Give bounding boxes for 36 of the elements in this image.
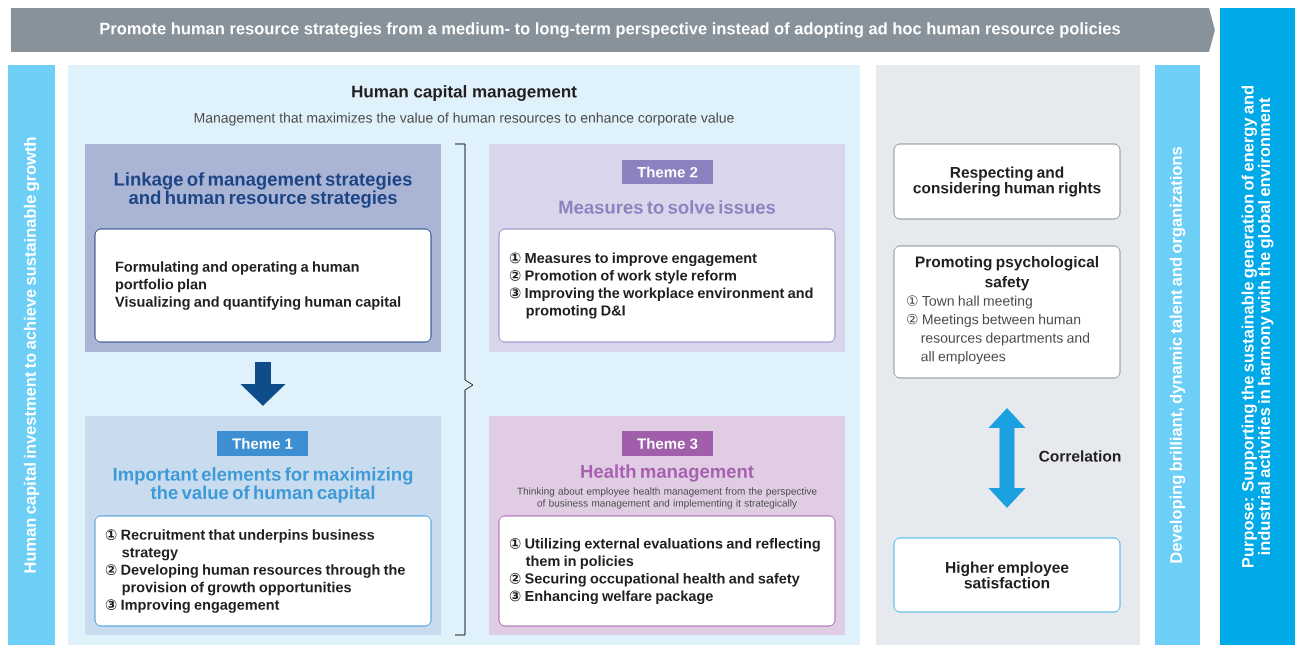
panel-heading: Human capital management [352, 85, 577, 101]
edge-label: Correlation [1039, 450, 1121, 462]
panel-heading: Measures to solve issues [559, 200, 776, 214]
box-heading: Promoting psychological safety [915, 255, 1098, 291]
heading-banner: Promote human resource strategies from a medium- to long-term perspective instead of adopting ad hoc human resource policies [10, 8, 1215, 52]
list-item: ① Measures to improve engagement [509, 252, 757, 267]
text-box: Respecting and considering human rights [893, 143, 1121, 220]
list-item: ② Meetings between human resources departments and all employees [907, 313, 1090, 365]
theme-badge: Theme 1 [217, 431, 308, 456]
theme-badge: Theme 2 [622, 160, 713, 184]
theme-badge: Theme 3 [622, 431, 713, 456]
list-item: ② Developing human resources through the provision of growth opportunities [105, 564, 405, 596]
list-item: ① Utilizing external evaluations and reflecting them in policies [509, 537, 820, 569]
list-item: ① Town hall meeting [907, 295, 1032, 309]
panel-heading: Important elements for maximizing the value of human capital [113, 467, 413, 503]
list-item: ① Recruitment that underpins business strategy [105, 529, 375, 561]
list-box [94, 228, 432, 343]
text-box: Higher employee satisfaction [893, 537, 1121, 613]
panel-subtitle: Management that maximizes the value of human resources to enhance corporate value [194, 112, 734, 126]
list-box [94, 515, 432, 627]
list-box [498, 515, 836, 627]
list-item: ② Securing occupational health and safety [509, 572, 800, 587]
list-item: ③ Enhancing welfare package [509, 590, 713, 605]
vertical-band: Developing brilliant, dynamic talent and organizations [1155, 65, 1200, 645]
list-item: Formulating and operating a human portfolio plan [115, 261, 359, 293]
panel-heading: Health management [581, 464, 754, 482]
panel-heading: Linkage of management strategies and human resource strategies [114, 172, 412, 208]
list-item: ② Promotion of work style reform [509, 269, 736, 284]
text-box [893, 245, 1121, 379]
panel-subtitle: Thinking about employee health management from the perspective of business management and implementing it strategically [517, 487, 817, 509]
list-item: Visualizing and quantifying human capital [115, 296, 401, 310]
vertical-band: Purpose: Supporting the sustainable generation of energy and industrial activities in harmony with the global environment [1220, 8, 1295, 645]
list-item: ③ Improving engagement [105, 599, 280, 613]
vertical-band: Human capital investment to achieve sustainable growth [8, 65, 55, 645]
list-box [498, 228, 836, 343]
list-item: ③ Improving the workplace environment and promoting D&I [509, 287, 813, 319]
